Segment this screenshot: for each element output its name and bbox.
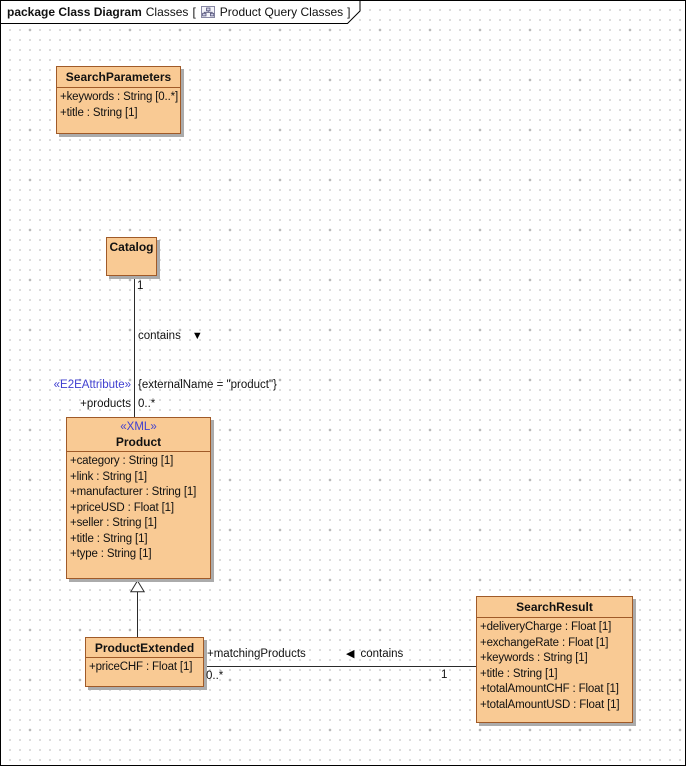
attribute-row[interactable]: +manufacturer : String [1] <box>70 486 197 498</box>
class-name: SearchParameters <box>65 70 172 84</box>
class-searchparameters-header[interactable]: SearchParameters <box>57 67 180 88</box>
class-product[interactable]: «XML» Product +category : String [1] +li… <box>66 417 211 579</box>
attribute-row[interactable]: +category : String [1] <box>70 455 174 467</box>
class-productextended-header[interactable]: ProductExtended <box>86 638 203 658</box>
frame-tab-title: package Class Diagram Classes [ Product … <box>7 1 351 22</box>
attribute-row[interactable]: +deliveryCharge : Float [1] <box>480 621 612 633</box>
attribute-row[interactable]: +title : String [1] <box>70 532 148 545</box>
class-searchresult[interactable]: SearchResult +deliveryCharge : Float [1]… <box>476 596 633 723</box>
association-catalog-product-line[interactable] <box>134 276 135 417</box>
class-searchresult-header[interactable]: SearchResult <box>477 597 632 618</box>
association-searchresult-productextended-line[interactable] <box>204 666 476 667</box>
attribute-row[interactable]: +keywords : String [1] <box>480 652 588 664</box>
attribute-row[interactable]: +priceCHF : Float [1] <box>89 661 193 673</box>
association-name-contains-vertical[interactable]: contains ▼ <box>138 329 203 343</box>
association-stereotype-e2eattribute[interactable]: «E2EAttribute» <box>53 379 131 391</box>
diagram-frame-header: package Class Diagram Classes [ Product … <box>1 1 365 25</box>
attribute-row[interactable]: +keywords : String [0..*] <box>60 91 179 103</box>
class-productextended[interactable]: ProductExtended +priceCHF : Float [1] <box>85 637 204 687</box>
multiplicity-products-end[interactable]: 0..* <box>138 398 156 410</box>
class-catalog-header[interactable]: Catalog <box>107 238 156 275</box>
class-name: Product <box>115 434 162 449</box>
frame-diagram-name: Product Query Classes <box>219 4 344 19</box>
generalization-productextended-product-line[interactable] <box>137 591 138 637</box>
class-name: Catalog <box>109 240 154 254</box>
class-name: SearchResult <box>516 600 593 614</box>
multiplicity-catalog-end[interactable]: 1 <box>137 280 144 292</box>
attribute-row[interactable]: +title : String [1] <box>480 667 558 680</box>
frame-open-bracket: [ <box>192 4 196 19</box>
class-stereotype: «XML» <box>120 420 157 433</box>
role-products[interactable]: +products <box>80 398 131 410</box>
association-name-contains-horizontal[interactable]: ◀ contains <box>346 647 403 661</box>
frame-kind-label: package Class Diagram <box>7 4 142 19</box>
frame-tab-shape <box>1 1 361 24</box>
frame-package-name: Classes <box>145 4 189 19</box>
multiplicity-searchresult-end[interactable]: 1 <box>441 669 448 681</box>
association-constraint-externalname[interactable]: {externalName = "product"} <box>138 379 277 391</box>
attribute-row[interactable]: +type : String [1] <box>70 548 152 560</box>
direction-arrow-left-icon: ◀ <box>346 648 355 660</box>
class-name: ProductExtended <box>94 640 195 655</box>
class-searchresult-attributes: +deliveryCharge : Float [1] +exchangeRat… <box>477 618 632 715</box>
class-searchparameters-attributes: +keywords : String [0..*] +title : Strin… <box>57 88 180 123</box>
class-searchparameters[interactable]: SearchParameters +keywords : String [0..… <box>56 66 181 134</box>
attribute-row[interactable]: +totalAmountUSD : Float [1] <box>480 698 620 711</box>
attribute-row[interactable]: +priceUSD : Float [1] <box>70 501 174 514</box>
attribute-row[interactable]: +link : String [1] <box>70 470 147 483</box>
class-product-attributes: +category : String [1] +link : String [1… <box>67 452 210 565</box>
direction-arrow-down-icon: ▼ <box>191 330 203 342</box>
class-product-header[interactable]: «XML» Product <box>67 418 210 452</box>
frame-close-bracket: ] <box>347 4 351 19</box>
attribute-row[interactable]: +totalAmountCHF : Float [1] <box>480 683 619 695</box>
attribute-row[interactable]: +seller : String [1] <box>70 517 157 529</box>
class-catalog[interactable]: Catalog <box>106 237 157 276</box>
generalization-arrowhead-icon <box>130 580 145 593</box>
class-productextended-attributes: +priceCHF : Float [1] <box>86 658 203 678</box>
attribute-row[interactable]: +title : String [1] <box>60 106 138 119</box>
association-name-label: contains <box>360 648 404 660</box>
class-diagram-icon <box>200 6 215 18</box>
multiplicity-matchingproducts-end[interactable]: 0..* <box>206 670 224 682</box>
association-name-label: contains <box>138 330 181 342</box>
role-matchingproducts[interactable]: +matchingProducts <box>207 648 306 660</box>
attribute-row[interactable]: +exchangeRate : Float [1] <box>480 636 609 649</box>
